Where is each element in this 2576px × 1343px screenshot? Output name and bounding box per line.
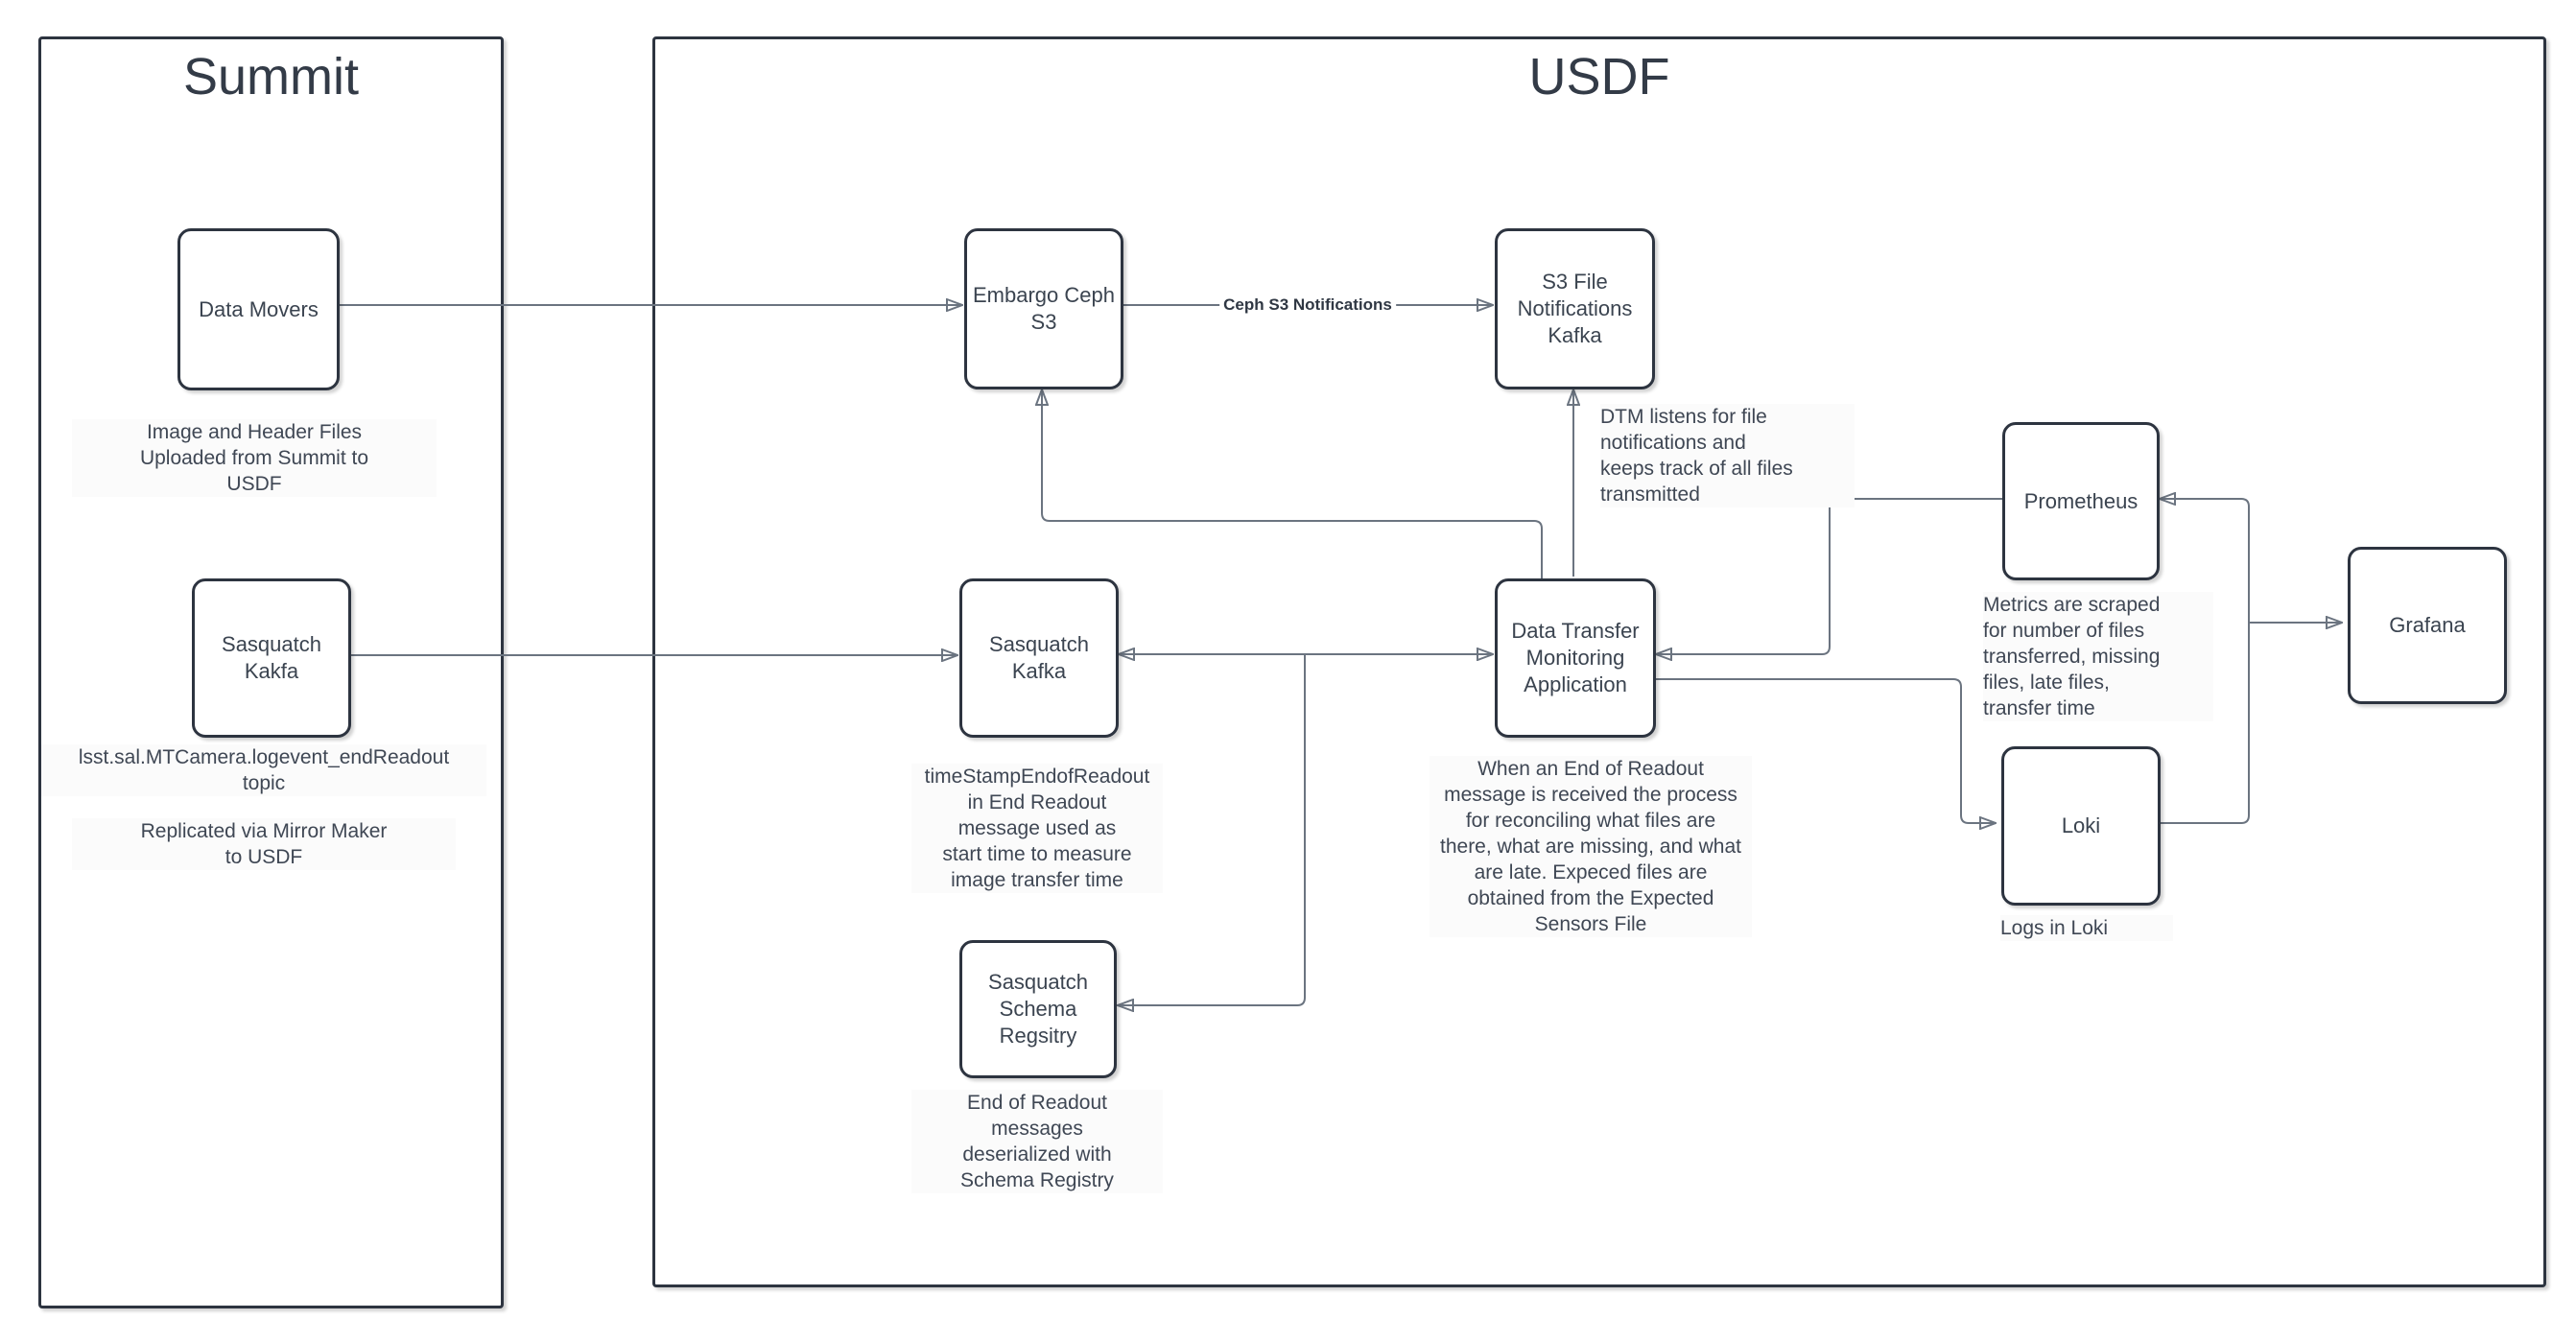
edge-prometheus-to-dtm: [1656, 498, 2002, 654]
edge-label-ceph-s3-notifications: Ceph S3 Notifications: [1219, 294, 1396, 317]
note-schema-registry: End of Readout messages deserialized wit…: [911, 1090, 1163, 1193]
node-embargo-ceph-s3: Embargo Ceph S3: [964, 228, 1123, 389]
node-grafana: Grafana: [2348, 547, 2507, 704]
node-sasquatch-schema-registry: Sasquatch Schema Regsitry: [959, 940, 1117, 1078]
note-prometheus: Metrics are scraped for number of files …: [1983, 592, 2213, 721]
note-sasquatch-kafka: timeStampEndofReadout in End Readout mes…: [911, 764, 1163, 893]
edge-dtm-to-embargo: [1042, 389, 1543, 578]
usdf-title: USDF: [1528, 48, 1670, 106]
node-sasquatch-kafka-usdf: Sasquatch Kafka: [959, 578, 1119, 738]
note-loki: Logs in Loki: [2000, 915, 2173, 941]
node-loki: Loki: [2001, 746, 2161, 906]
edge-loki-to-prometheus: [2156, 499, 2250, 824]
note-summit-kafka-topic: lsst.sal.MTCamera.logevent_endReadout to…: [41, 744, 486, 796]
node-data-transfer-monitoring: Data Transfer Monitoring Application: [1495, 578, 1656, 738]
note-dtm: When an End of Readout message is receiv…: [1430, 756, 1752, 937]
summit-title: Summit: [182, 48, 359, 106]
node-sasquatch-kakfa-summit: Sasquatch Kakfa: [192, 578, 351, 738]
edge-to-schema-registry: [1118, 654, 1306, 1005]
note-data-movers: Image and Header Files Uploaded from Sum…: [72, 419, 437, 497]
note-s3-kafka: DTM listens for file notifications and k…: [1600, 404, 1855, 507]
note-summit-kafka-replication: Replicated via Mirror Maker to USDF: [72, 818, 456, 870]
node-s3-file-notifications-kafka: S3 File Notifications Kafka: [1495, 228, 1655, 389]
edge-dtm-to-loki: [1651, 678, 1996, 823]
node-data-movers: Data Movers: [177, 228, 340, 390]
node-prometheus: Prometheus: [2002, 422, 2160, 580]
